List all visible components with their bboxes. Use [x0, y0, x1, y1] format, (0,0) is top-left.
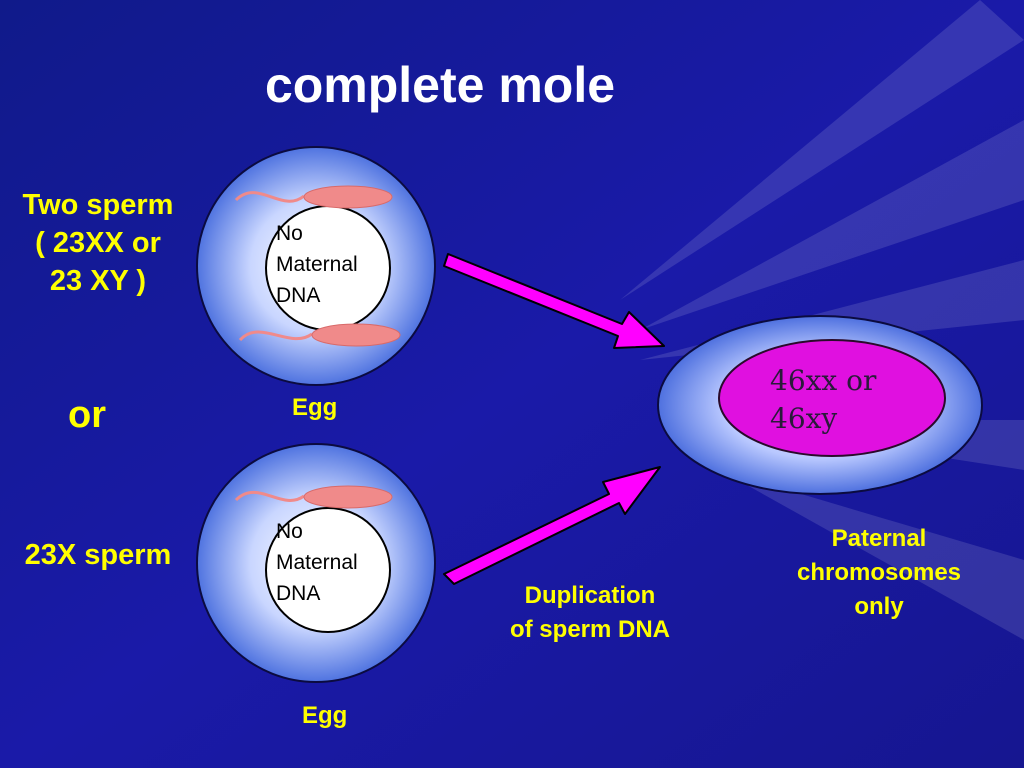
arrow-bottom [443, 466, 661, 585]
karyotype-line-2: 46xy [770, 402, 838, 435]
nucleus-top-line-3: DNA [276, 284, 321, 307]
nucleus-top-text: No Maternal DNA [276, 218, 358, 311]
one-sperm-label: 23X sperm [24, 539, 172, 571]
nucleus-top-line-1: No [276, 222, 303, 245]
paternal-line-3: only [854, 593, 904, 620]
karyotype-line-1: 46xx or [770, 364, 877, 397]
arrow-top [443, 253, 665, 349]
duplication-line-2: of sperm DNA [509, 616, 671, 643]
paternal-line-2: chromosomes [796, 559, 962, 586]
egg-top-label: Egg [292, 394, 338, 421]
nucleus-top-line-2: Maternal [276, 253, 358, 276]
paternal-caption: Paternal chromosomes only [770, 522, 988, 624]
duplication-line-1: Duplication [524, 582, 656, 609]
sperm-top-2 [238, 323, 401, 347]
sperm-top-1 [234, 185, 393, 209]
two-sperm-line-1: Two sperm [22, 189, 174, 221]
result-nucleus [718, 339, 946, 457]
egg-bottom [196, 443, 436, 683]
nucleus-bottom-line-3: DNA [276, 582, 321, 605]
karyotype-text: 46xx or 46xy [770, 362, 876, 438]
two-sperm-line-2: ( 23XX or [35, 227, 161, 259]
egg-top [196, 146, 436, 386]
two-sperm-label: Two sperm ( 23XX or 23 XY ) [0, 186, 196, 300]
duplication-caption: Duplication of sperm DNA [480, 579, 700, 647]
egg-bottom-label: Egg [302, 702, 348, 729]
egg-bottom-nucleus [265, 507, 391, 633]
or-label: or [68, 394, 106, 436]
two-sperm-line-3: 23 XY ) [49, 265, 147, 297]
nucleus-bottom-line-2: Maternal [276, 551, 358, 574]
result-cell [657, 315, 983, 495]
nucleus-bottom-line-1: No [276, 520, 303, 543]
slide-title: complete mole [264, 57, 616, 113]
sperm-bottom [234, 485, 393, 509]
nucleus-bottom-text: No Maternal DNA [276, 516, 358, 609]
paternal-line-1: Paternal [831, 525, 927, 552]
